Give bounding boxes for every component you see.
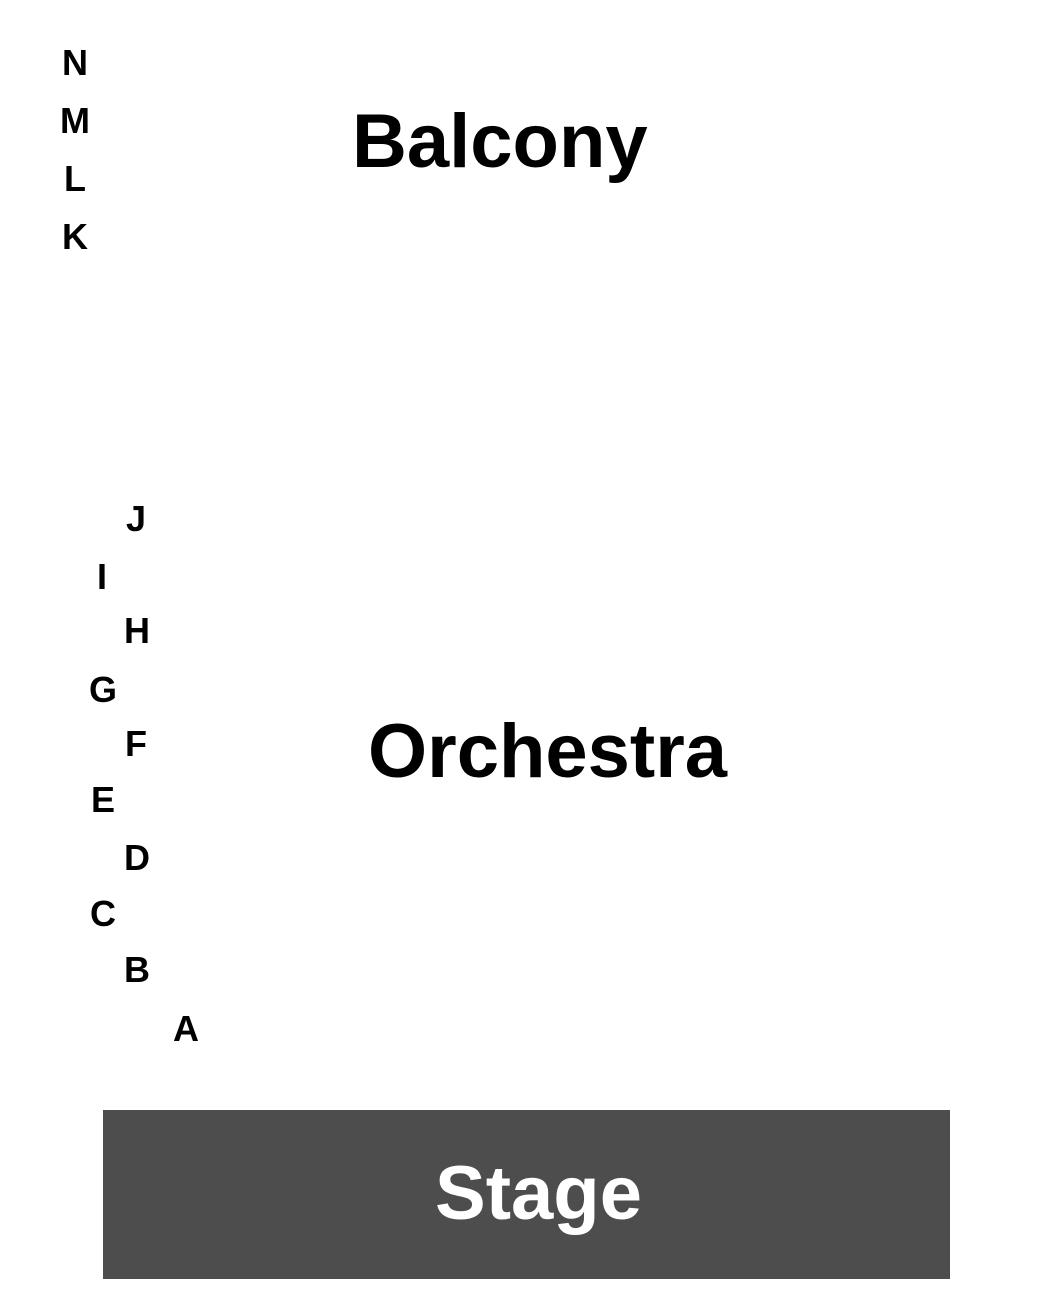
orchestra-section-label: Orchestra bbox=[368, 709, 728, 794]
row-label-l: L bbox=[64, 158, 86, 199]
balcony-section-label: Balcony bbox=[352, 99, 648, 184]
row-label-m: M bbox=[60, 100, 90, 141]
row-label-e: E bbox=[90, 779, 116, 820]
row-label-a: A bbox=[173, 1008, 199, 1049]
stage-label: Stage bbox=[435, 1150, 642, 1236]
row-label-c: C bbox=[90, 893, 116, 934]
row-label-n: N bbox=[62, 42, 88, 83]
row-label-d: D bbox=[124, 837, 150, 878]
row-label-k: K bbox=[62, 216, 88, 257]
row-label-f: F bbox=[125, 723, 147, 764]
row-label-b: B bbox=[124, 949, 150, 990]
row-label-j: J bbox=[125, 498, 147, 539]
stage-block: Stage bbox=[103, 1110, 950, 1279]
row-label-i: I bbox=[96, 556, 108, 597]
row-label-h: H bbox=[124, 610, 150, 651]
row-label-g: G bbox=[88, 669, 118, 710]
